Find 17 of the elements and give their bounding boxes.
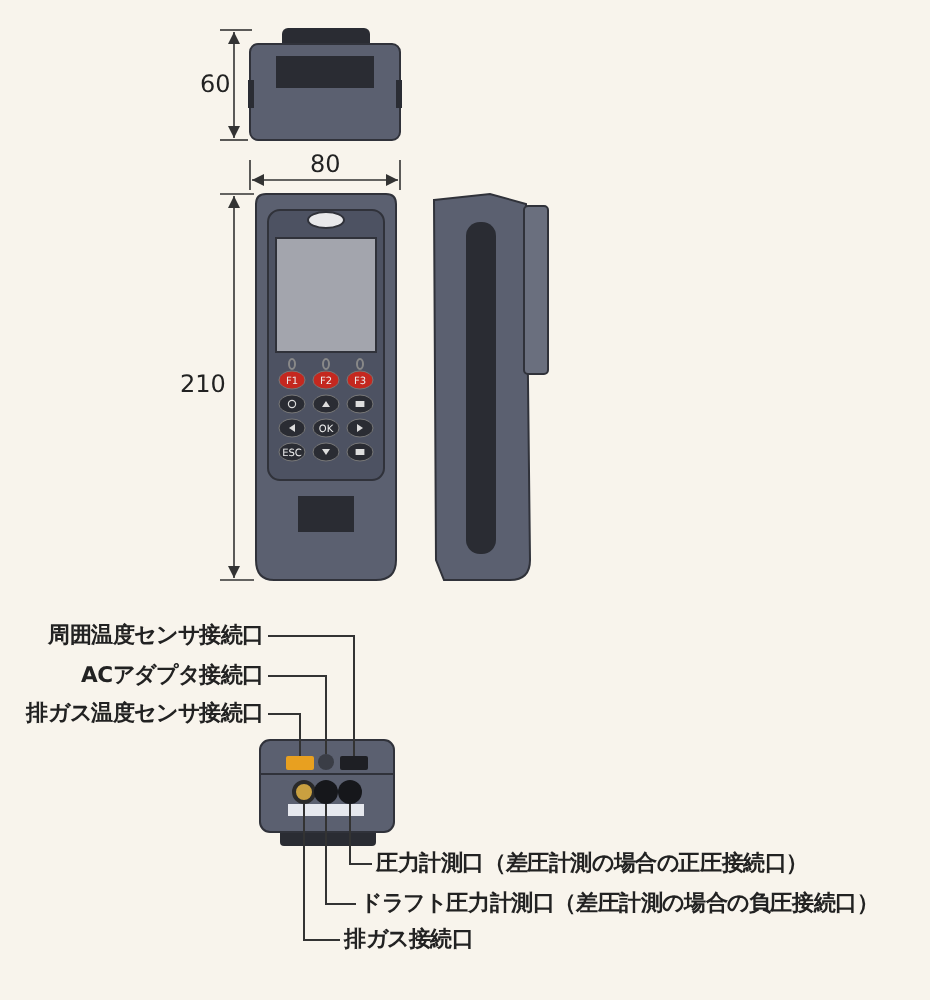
dimension-label: 210 [180, 370, 226, 398]
callout-label: 周囲温度センサ接続口 [47, 622, 264, 650]
leader-line [267, 635, 355, 757]
callout-label: 排ガス接続口 [344, 926, 474, 954]
sensor-socket [286, 756, 314, 770]
callout-label: 圧力計測口（差圧計測の場合の正圧接続口） [376, 850, 809, 878]
leader-line [303, 803, 341, 941]
callout-label: ACアダプタ接続口 [81, 662, 264, 690]
sensor-socket [340, 756, 368, 770]
callout-label: 排ガス温度センサ接続口 [26, 700, 264, 728]
dimension-label: 60 [200, 70, 231, 98]
dimension-label: 80 [310, 150, 341, 178]
leader-line [267, 713, 301, 757]
leader-line [349, 803, 373, 865]
leader-line [325, 803, 357, 905]
callout-label: ドラフト圧力計測口（差圧計測の場合の負圧接続口） [360, 890, 879, 918]
leader-line [267, 675, 327, 755]
